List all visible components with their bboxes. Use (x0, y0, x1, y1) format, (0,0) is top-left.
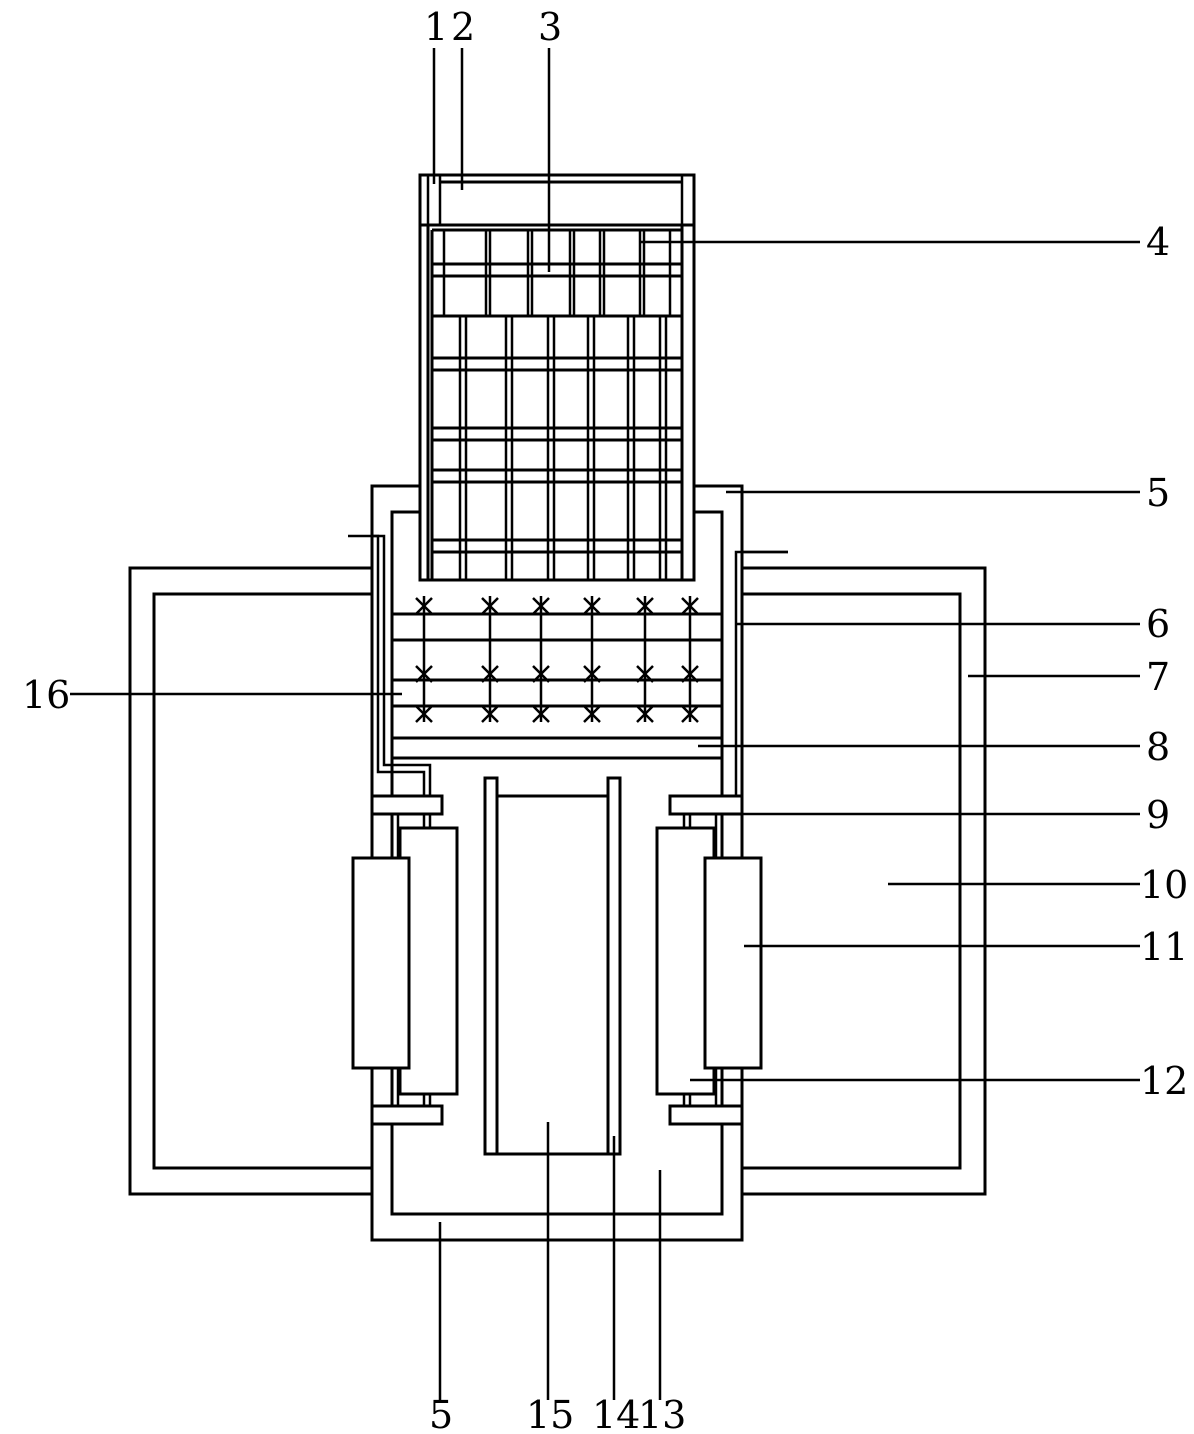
central-chamber (483, 776, 622, 1156)
spray-nozzle-mark (681, 705, 699, 723)
spray-nozzle-mark (481, 597, 499, 615)
leader-lines (70, 48, 1140, 1400)
spray-nozzle-mark (481, 705, 499, 723)
spray-nozzle-mark (636, 597, 654, 615)
spray-nozzle-mark (636, 705, 654, 723)
label-4: 4 (1146, 220, 1170, 264)
label-12: 12 (1140, 1059, 1188, 1103)
spray-nozzle-mark (583, 665, 601, 683)
spray-nozzle-mark (681, 597, 699, 615)
spray-layer (392, 596, 722, 723)
label-10: 10 (1140, 863, 1188, 907)
outer-housing (128, 566, 987, 1196)
reference-labels: 1 2 3 4 5 6 7 8 9 10 11 12 16 5 15 14 13 (22, 5, 1188, 1434)
spray-nozzle-mark (532, 665, 550, 683)
spray-nozzle-mark (415, 705, 433, 723)
label-11: 11 (1140, 925, 1188, 969)
label-7: 7 (1146, 655, 1170, 699)
label-6: 6 (1146, 602, 1170, 646)
central-vessel (370, 484, 744, 1242)
label-1: 1 (424, 5, 448, 49)
spray-nozzle-mark (532, 705, 550, 723)
plate (392, 736, 722, 760)
spray-nozzle-mark (415, 597, 433, 615)
right-electrode-assembly (655, 794, 763, 1126)
spray-nozzle-mark (636, 665, 654, 683)
spray-nozzle-mark (415, 665, 433, 683)
label-5-top: 5 (1146, 471, 1170, 515)
spray-nozzle-mark (532, 597, 550, 615)
spray-nozzle-mark (481, 665, 499, 683)
label-15: 15 (526, 1393, 574, 1434)
label-3: 3 (538, 5, 562, 49)
label-9: 9 (1146, 793, 1170, 837)
label-13: 13 (638, 1393, 686, 1434)
label-5-bottom: 5 (429, 1393, 453, 1434)
spray-nozzle-mark (583, 597, 601, 615)
left-electrode-assembly (351, 794, 459, 1126)
label-2: 2 (451, 5, 475, 49)
label-16: 16 (22, 673, 70, 717)
spray-nozzle-mark (583, 705, 601, 723)
spray-nozzle-mark (681, 665, 699, 683)
label-8: 8 (1146, 725, 1170, 769)
upper-column (418, 173, 696, 582)
label-14: 14 (592, 1393, 640, 1434)
